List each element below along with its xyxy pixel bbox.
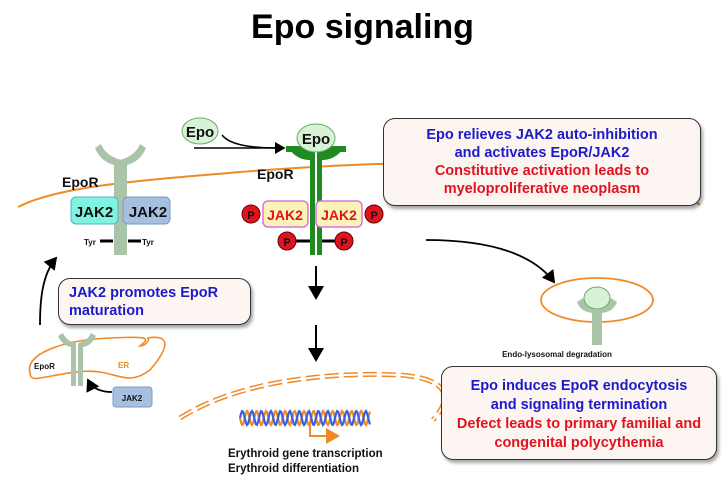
- endocytosis-line-2: and signaling termination: [490, 397, 668, 413]
- activation-line-4: myeloproliferative neoplasm: [443, 181, 641, 197]
- diagram-title: Epo signaling: [251, 8, 474, 46]
- endocytosis-info-box: Epo induces EpoR endocytosis and signali…: [441, 366, 717, 460]
- er-membrane: [28, 336, 166, 380]
- endocytosis-line-3: Defect leads to primary familial and: [456, 416, 702, 432]
- jak2-inactive-right: [122, 196, 171, 225]
- maturation-line-2: maturation: [69, 303, 144, 319]
- jak2-active-right-label: JAK2: [321, 207, 357, 223]
- tyr-right-label: Tyr: [142, 238, 154, 247]
- epo-bound: [296, 123, 336, 153]
- transcription-label: Erythroid gene transcription: [228, 448, 383, 460]
- phospho-label: P: [370, 210, 377, 222]
- jak2-inactive-left-label: JAK2: [75, 204, 113, 221]
- differentiation-label: Erythroid differentiation: [228, 463, 359, 475]
- phospho-label: P: [283, 237, 290, 249]
- phospho-tyr-left: [277, 231, 297, 251]
- activation-line-1: Epo relieves JAK2 auto-inhibition: [426, 127, 658, 143]
- er-epor-label: EpoR: [34, 362, 55, 371]
- epo-bound-label: Epo: [302, 131, 330, 148]
- dna-strand-2: [238, 409, 372, 427]
- phospho-label: P: [340, 237, 347, 249]
- activation-line-3: Constitutive activation leads to: [434, 163, 650, 179]
- maturation-arrow: [39, 256, 58, 326]
- er-jak2-label: JAK2: [122, 394, 143, 403]
- maturation-line-1: JAK2 promotes EpoR: [69, 285, 219, 301]
- endocytosis-arrow: [425, 239, 556, 284]
- dna-strand-1: [238, 409, 372, 427]
- jak2-inactive-right-label: JAK2: [129, 204, 167, 221]
- jak2-active-left-label: JAK2: [267, 207, 303, 223]
- phospho-jak2-right: [364, 204, 384, 224]
- epor-internalized: [577, 298, 617, 345]
- phospho-label: P: [247, 210, 254, 222]
- transcription-arrow: [309, 423, 340, 444]
- phospho-jak2-left: [241, 204, 261, 224]
- dna-helix: [238, 409, 372, 427]
- tyr-left-label: Tyr: [84, 238, 96, 247]
- endocytosis-line-1: Epo induces EpoR endocytosis: [470, 378, 688, 394]
- jak2-active-left: [262, 200, 309, 228]
- epor-active-label: EpoR: [257, 166, 294, 182]
- jak2-inactive-left: [70, 196, 119, 225]
- epor-inactive-receptor: [95, 144, 146, 255]
- activation-line-2: and activates EpoR/JAK2: [454, 145, 630, 161]
- activation-info-box: Epo relieves JAK2 auto-inhibition and ac…: [383, 118, 701, 206]
- epo-free-label: Epo: [186, 124, 214, 141]
- epo-internalized: [583, 286, 611, 310]
- maturation-info-box: JAK2 promotes EpoR maturation: [58, 278, 251, 325]
- jak2-er-arrow: [86, 378, 113, 393]
- epo-free: [181, 117, 219, 145]
- epor-inactive-label: EpoR: [62, 174, 99, 190]
- endocytosis-line-4: congenital polycythemia: [494, 435, 664, 451]
- phospho-tyr-right: [334, 231, 354, 251]
- degradation-label: Endo-lysosomal degradation: [502, 350, 612, 359]
- jak2-er: [112, 386, 153, 408]
- epor-er-receptor: [58, 333, 96, 386]
- jak2-active-right: [315, 200, 363, 228]
- er-label: ER: [118, 361, 129, 370]
